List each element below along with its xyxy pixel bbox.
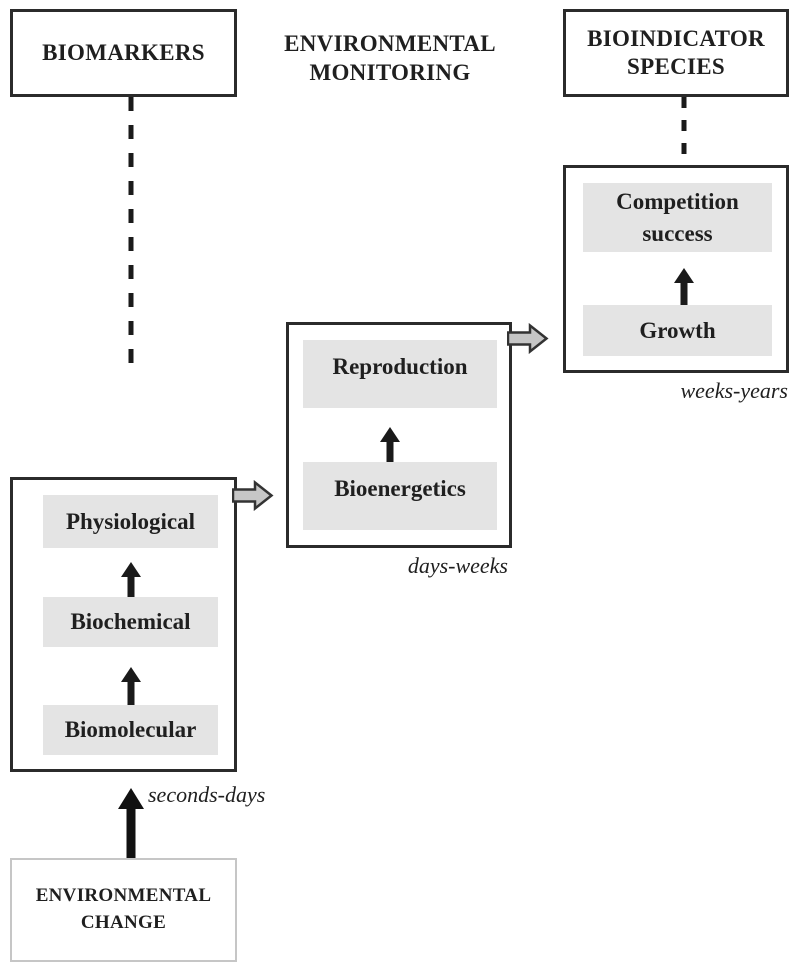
block-arrow-right-icon	[507, 323, 549, 354]
up-arrow-icon	[380, 427, 400, 465]
biomarker-levels-panel: Physiological Biochemical Biomolecular	[10, 477, 237, 772]
competition-success-label: Competition success	[616, 189, 739, 246]
biochemical-box: Biochemical	[43, 597, 218, 647]
growth-box: Growth	[583, 305, 772, 356]
biomolecular-box: Biomolecular	[43, 705, 218, 755]
thick-up-arrow-icon	[118, 788, 144, 858]
reproduction-label: Reproduction	[332, 354, 468, 379]
up-arrow-icon	[121, 667, 141, 705]
environmental-change-label: ENVIRONMENTAL CHANGE	[35, 885, 212, 933]
block-arrow-right-icon	[232, 480, 274, 511]
environmental-change-box: ENVIRONMENTAL CHANGE	[10, 858, 237, 962]
competition-success-box: Competition success	[583, 183, 772, 252]
weeks-years-label: weeks-years	[680, 378, 788, 403]
days-weeks-label: days-weeks	[407, 553, 508, 578]
seconds-days-label: seconds-days	[148, 782, 266, 807]
bioenergetics-box: Bioenergetics	[303, 462, 497, 530]
up-arrow-icon	[121, 562, 141, 600]
organism-responses-panel: Reproduction Bioenergetics	[286, 322, 512, 548]
environmental-monitoring-title: ENVIRONMENTAL MONITORING	[284, 31, 496, 85]
growth-label: Growth	[639, 317, 716, 343]
reproduction-box: Reproduction	[303, 340, 497, 408]
biomolecular-label: Biomolecular	[64, 717, 197, 743]
up-arrow-icon	[674, 268, 694, 306]
biomarkers-box: BIOMARKERS	[10, 9, 237, 97]
bioindicator-species-label: BIOINDICATOR SPECIES	[587, 26, 765, 79]
population-responses-panel: Competition success Growth	[563, 165, 789, 373]
bioenergetics-label: Bioenergetics	[334, 476, 466, 501]
physiological-box: Physiological	[43, 495, 218, 548]
biomarkers-dashed-connector-icon	[128, 97, 134, 373]
physiological-label: Physiological	[65, 508, 196, 534]
bioindicator-dashed-connector-icon	[681, 97, 687, 163]
bioindicator-species-box: BIOINDICATOR SPECIES	[563, 9, 789, 97]
biomarkers-label: BIOMARKERS	[42, 40, 205, 66]
biochemical-label: Biochemical	[70, 609, 191, 635]
